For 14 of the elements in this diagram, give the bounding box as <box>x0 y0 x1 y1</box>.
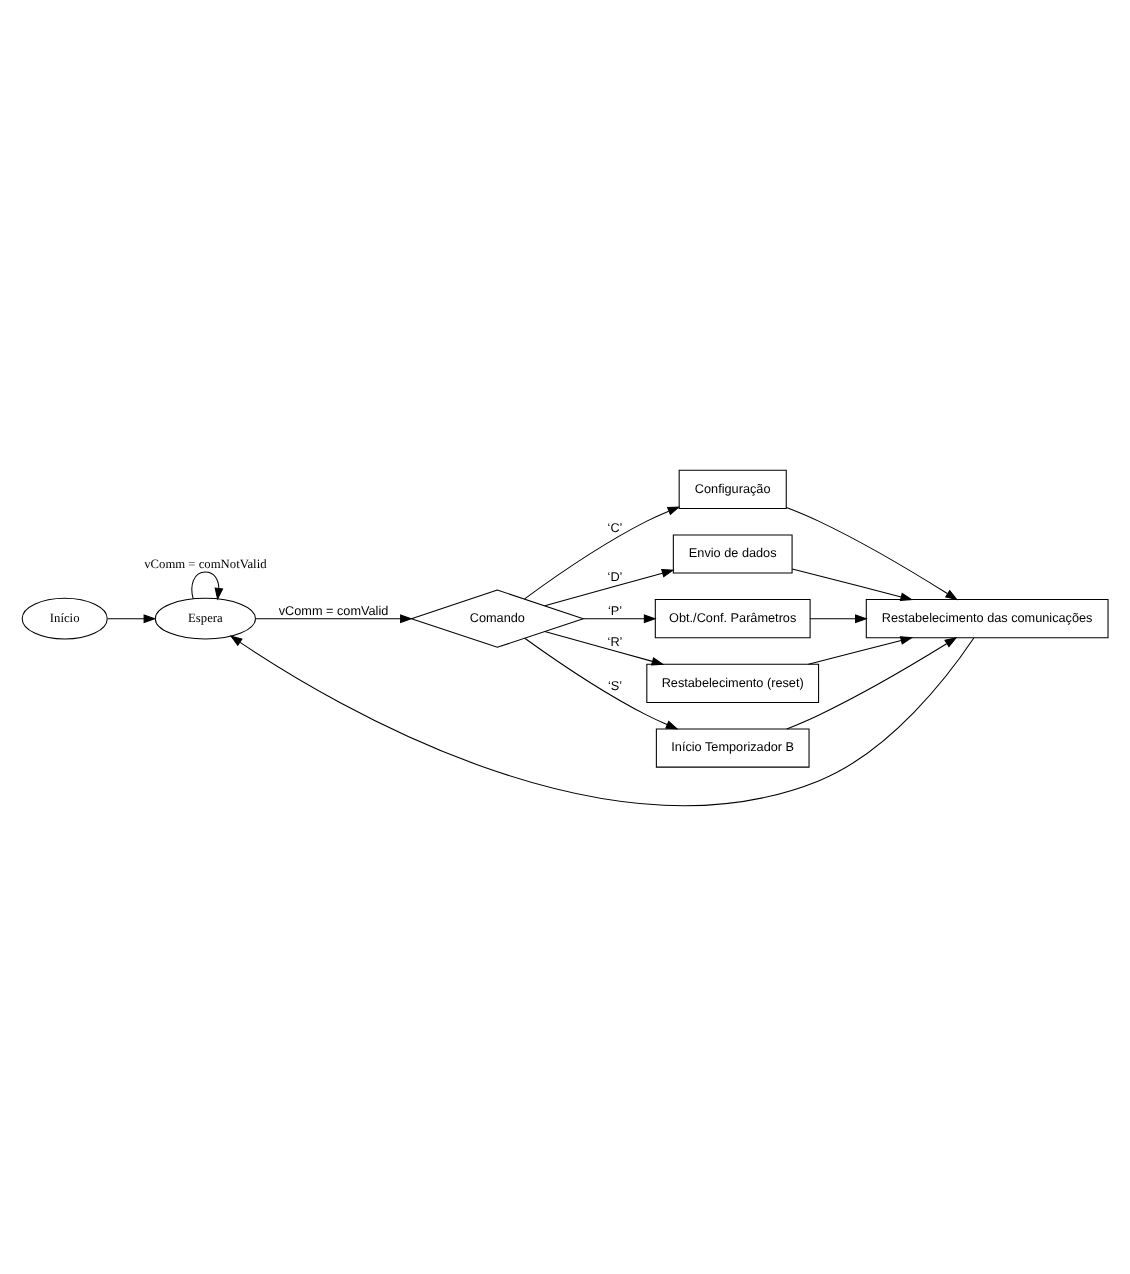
arrow <box>255 613 413 623</box>
arrow <box>807 635 914 664</box>
arrow <box>786 636 958 729</box>
arrow <box>524 505 681 599</box>
arrow <box>544 630 665 665</box>
arrow <box>791 567 914 601</box>
arrow <box>809 613 868 623</box>
arrow <box>544 567 675 606</box>
arrow <box>107 613 157 623</box>
arrow <box>785 505 959 600</box>
arrow <box>524 636 679 729</box>
arrow <box>582 613 657 623</box>
arrow <box>229 634 975 805</box>
arrow <box>191 570 224 600</box>
